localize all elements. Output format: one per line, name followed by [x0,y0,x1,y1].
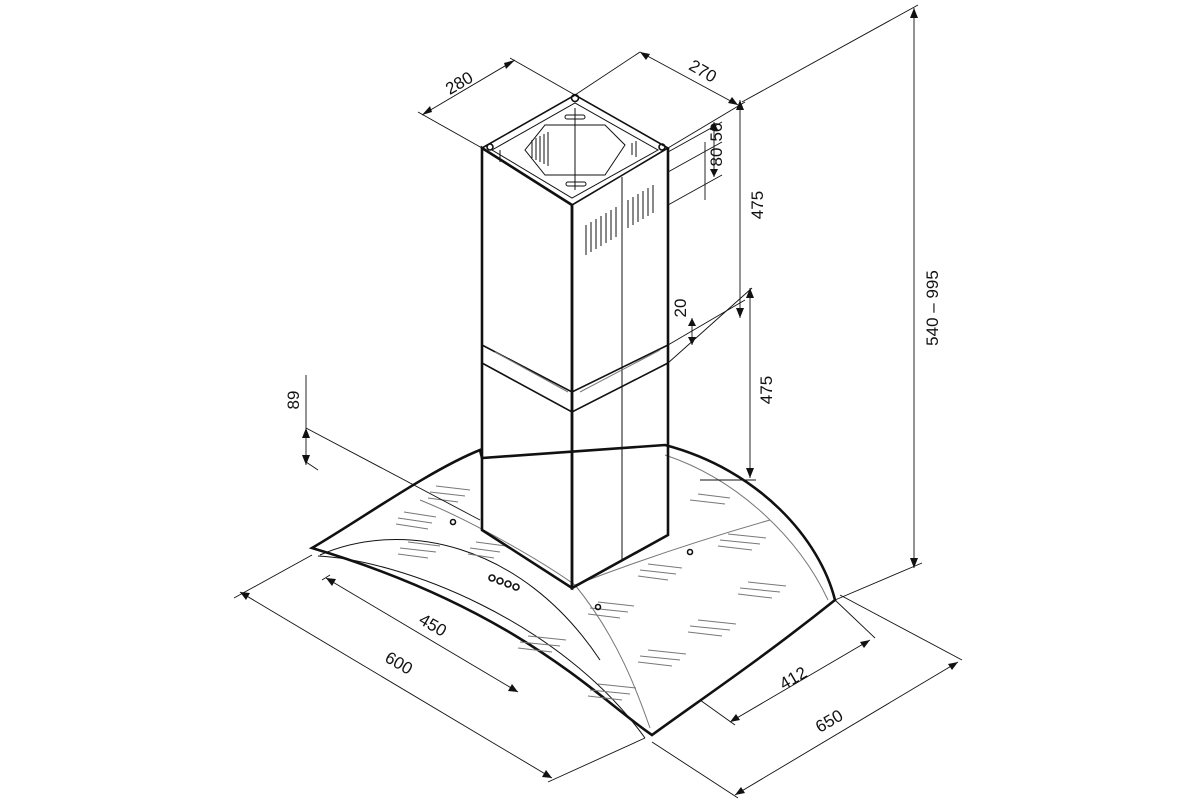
side-vent-slots [499,150,654,255]
label-canopy-thickness: 89 [284,391,303,410]
label-upper-chimney-height: 475 [748,191,767,219]
control-button-2 [496,577,504,585]
label-lower-chimney-height: 475 [757,376,776,404]
label-canopy-inner-depth: 450 [416,610,450,641]
screw-1 [449,518,457,526]
label-canopy-inner-width: 412 [776,663,810,694]
canopy-inner-curve [319,539,601,661]
label-chimney-depth: 280 [442,68,476,99]
canopy-reflection-curve [419,499,771,586]
label-total-height-range: 540 – 995 [923,270,942,346]
canopy-glass-line [574,584,651,729]
control-button-3 [504,580,512,588]
top-bolt-right [658,143,666,151]
top-bolt-left [486,143,494,151]
chimney-top-inner [491,102,660,199]
dimension-lines [233,4,963,799]
dimension-labels: 280 270 50 80 475 20 475 540 – 995 89 45… [284,56,942,737]
screw-2 [686,548,694,556]
overlap-band-top [481,344,669,393]
top-vent-slots [531,114,637,187]
control-panel [449,518,694,611]
glass-hatching [395,485,787,701]
canopy-rear-curve [664,454,829,601]
canopy-front-edge [317,555,646,739]
glass-canopy [308,443,837,739]
duct-opening [524,124,626,176]
control-button-1 [488,574,496,582]
control-button-4 [512,583,520,591]
chimney [480,93,670,591]
label-chimney-width: 270 [686,56,720,87]
label-top-offset: 50 [707,123,726,142]
label-canopy-depth: 600 [382,648,416,679]
label-top-vent-height: 80 [707,148,726,167]
canopy-outline [308,443,837,737]
overlap-band-bottom [481,362,669,413]
screw-3 [594,603,602,611]
label-chimney-overlap: 20 [671,299,690,318]
